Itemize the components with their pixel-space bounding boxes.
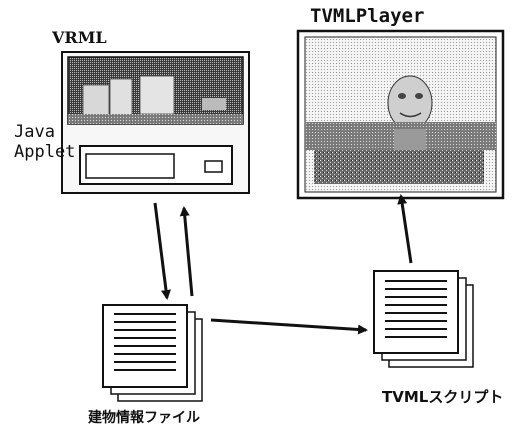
arrow-file-to-script (210, 318, 368, 335)
character-mouth (399, 112, 422, 118)
tvml-player-label: TVMLPlayer (310, 5, 425, 27)
tvml-script-label: TVMLスクリプト (382, 388, 504, 406)
java-label-line1: Java (14, 122, 55, 142)
tvml-player-icon (296, 29, 505, 200)
building-3 (139, 75, 175, 115)
arrow-script-to-player (397, 194, 413, 264)
arrow-vrml-to-file (153, 202, 171, 300)
character-eye-right (415, 93, 423, 99)
small-structure (202, 98, 226, 110)
building-info-file-label: 建物情報ファイル (88, 410, 200, 426)
vrml-label: VRML (52, 28, 107, 47)
player-desk (314, 150, 484, 184)
character-eye-left (398, 93, 406, 99)
arrow-file-to-vrml (179, 206, 194, 297)
tvml-script-stack (373, 270, 474, 368)
building-2 (109, 78, 133, 116)
applet-display (85, 153, 175, 179)
building-info-file-stack (102, 304, 203, 402)
character-body (394, 129, 426, 153)
vrml-computer-icon (61, 51, 250, 194)
java-applet-label: Java Applet (14, 122, 75, 162)
building-1 (82, 84, 110, 116)
vrml-ground (68, 114, 243, 124)
character-head (387, 75, 433, 131)
java-label-line2: Applet (14, 142, 76, 162)
applet-button (204, 160, 223, 173)
